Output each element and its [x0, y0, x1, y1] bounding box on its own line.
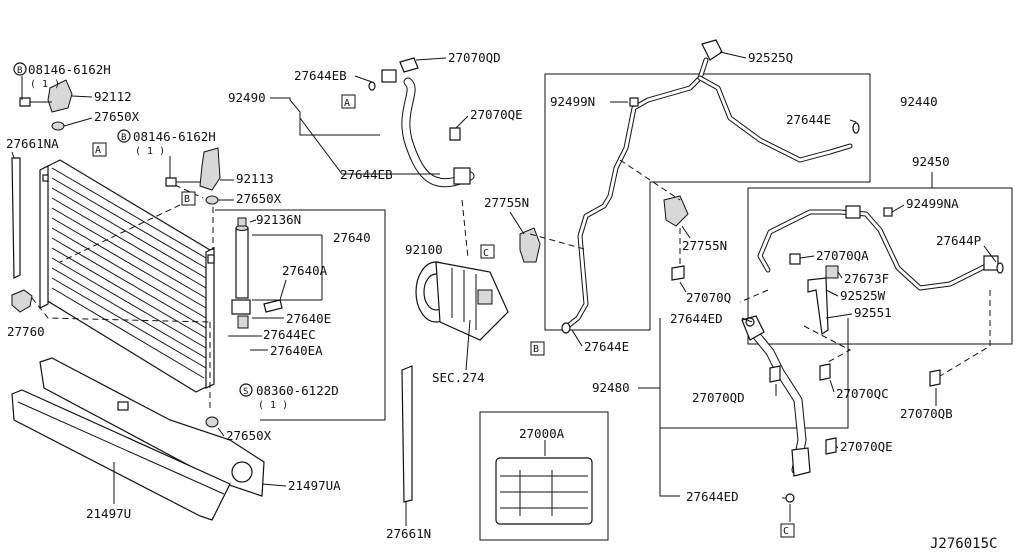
- label-27755n-1: 27755N: [484, 195, 529, 210]
- label-27755n-2: 27755N: [682, 238, 727, 253]
- dashed-guides-left: [31, 184, 214, 412]
- label-card-27000a: [479, 411, 609, 541]
- label-27640ea: 27640EA: [270, 343, 323, 358]
- label-08360-6122d: 08360-6122D: [256, 383, 339, 398]
- label-27644eb-2: 27644EB: [340, 167, 393, 182]
- marker-b-2: B: [121, 133, 126, 143]
- ref-a-center: A: [344, 98, 350, 109]
- label-92480: 92480: [592, 380, 630, 395]
- callout-box-92100: [215, 209, 386, 421]
- callout-box-92480: [638, 318, 849, 497]
- label-27650x-3: 27650X: [226, 428, 272, 443]
- label-27644eb-1: 27644EB: [294, 68, 347, 83]
- label-92113: 92113: [236, 171, 274, 186]
- marker-s: S: [243, 387, 248, 397]
- label-92499na: 92499NA: [906, 196, 959, 211]
- label-27070qd-2: 27070QD: [692, 390, 745, 405]
- lower-shroud-21497u: [11, 389, 231, 521]
- leader-lines: [11, 51, 997, 526]
- discharge-hose-92490: [368, 57, 475, 188]
- label-27070qa: 27070QA: [816, 248, 869, 263]
- dashed-guides-right: [739, 289, 991, 377]
- label-27661n: 27661N: [386, 526, 431, 541]
- label-27644e-1: 27644E: [786, 112, 831, 127]
- pipe-92450: [757, 205, 1004, 336]
- dashed-guides-center: [529, 159, 681, 264]
- seal-strip-27661n: [401, 365, 413, 503]
- marker-b-1: B: [17, 66, 22, 76]
- diagram-id: J276015C: [930, 536, 997, 552]
- label-sec274: SEC.274: [432, 370, 485, 385]
- label-08146-6162h-2: 08146-6162H: [133, 129, 216, 144]
- sensor-27755n-2: [663, 195, 689, 227]
- label-92499n: 92499N: [550, 94, 595, 109]
- label-92525q: 92525Q: [748, 50, 793, 65]
- marker-circles: [13, 62, 253, 397]
- label-27760: 27760: [7, 324, 45, 339]
- pipe-92440: [561, 39, 860, 334]
- bracket-92113: [165, 147, 221, 191]
- callout-box-92450: [747, 172, 1013, 345]
- receiver-dryer-27640: [231, 217, 283, 329]
- label-21497u: 21497U: [86, 506, 131, 521]
- label-qty-2: ( 1 ): [135, 146, 165, 157]
- label-92525w: 92525W: [840, 288, 886, 303]
- label-27661na: 27661NA: [6, 136, 59, 151]
- insulator-27650x-2: [205, 195, 219, 205]
- label-27070qe-2: 27070QE: [840, 439, 893, 454]
- label-27640a: 27640A: [282, 263, 328, 278]
- bracket-92112: [19, 79, 73, 113]
- ref-boxes: [92, 142, 795, 538]
- bolt-27070q: [671, 265, 685, 281]
- insulator-27650x-3: [205, 416, 219, 428]
- label-27070qd-1: 27070QD: [448, 50, 501, 65]
- label-27650x-2: 27650X: [236, 191, 282, 206]
- insulator-27650x-1: [51, 121, 65, 131]
- compressor: [415, 261, 509, 341]
- label-qty-1: ( 1 ): [30, 79, 60, 90]
- label-27640: 27640: [333, 230, 371, 245]
- seal-strip-27661na: [11, 157, 21, 279]
- ref-b-left: B: [184, 194, 190, 205]
- ref-a-left: A: [95, 145, 101, 156]
- ref-c-right: C: [783, 526, 789, 537]
- label-27673f: 27673F: [844, 271, 889, 286]
- bracket-27760: [11, 289, 33, 313]
- labels: B 08146-6162H ( 1 ) 92112 27650X 27661NA…: [6, 50, 997, 552]
- label-27644ec: 27644EC: [263, 327, 316, 342]
- label-21497ua: 21497UA: [288, 478, 341, 493]
- ref-b-center: B: [533, 344, 539, 355]
- callout-92490: [270, 75, 469, 259]
- label-27640e: 27640E: [286, 311, 331, 326]
- label-27644ed-1: 27644ED: [670, 311, 723, 326]
- label-27070q: 27070Q: [686, 290, 731, 305]
- label-27070qb: 27070QB: [900, 406, 953, 421]
- sensor-27755n-1: [519, 227, 541, 263]
- label-27644ed-2: 27644ED: [686, 489, 739, 504]
- condenser-core: [39, 159, 215, 393]
- callout-box-92440: [544, 73, 871, 331]
- hose-92480: [741, 315, 941, 503]
- label-92100: 92100: [405, 242, 443, 257]
- label-92440: 92440: [900, 94, 938, 109]
- ref-box-a: [341, 94, 356, 109]
- label-92551: 92551: [854, 305, 892, 320]
- ref-c-center: C: [483, 248, 489, 259]
- label-27000a: 27000A: [519, 426, 565, 441]
- label-27644p: 27644P: [936, 233, 981, 248]
- label-27650x-1: 27650X: [94, 109, 140, 124]
- label-27644e-2: 27644E: [584, 339, 629, 354]
- label-92490: 92490: [228, 90, 266, 105]
- label-27070qe-1: 27070QE: [470, 107, 523, 122]
- label-qty-3: ( 1 ): [258, 400, 288, 411]
- label-27070qc: 27070QC: [836, 386, 889, 401]
- label-92450: 92450: [912, 154, 950, 169]
- label-08146-6162h-1: 08146-6162H: [28, 62, 111, 77]
- label-92112: 92112: [94, 89, 132, 104]
- lower-shroud-21497ua: [39, 357, 265, 497]
- label-92136n: 92136N: [256, 212, 301, 227]
